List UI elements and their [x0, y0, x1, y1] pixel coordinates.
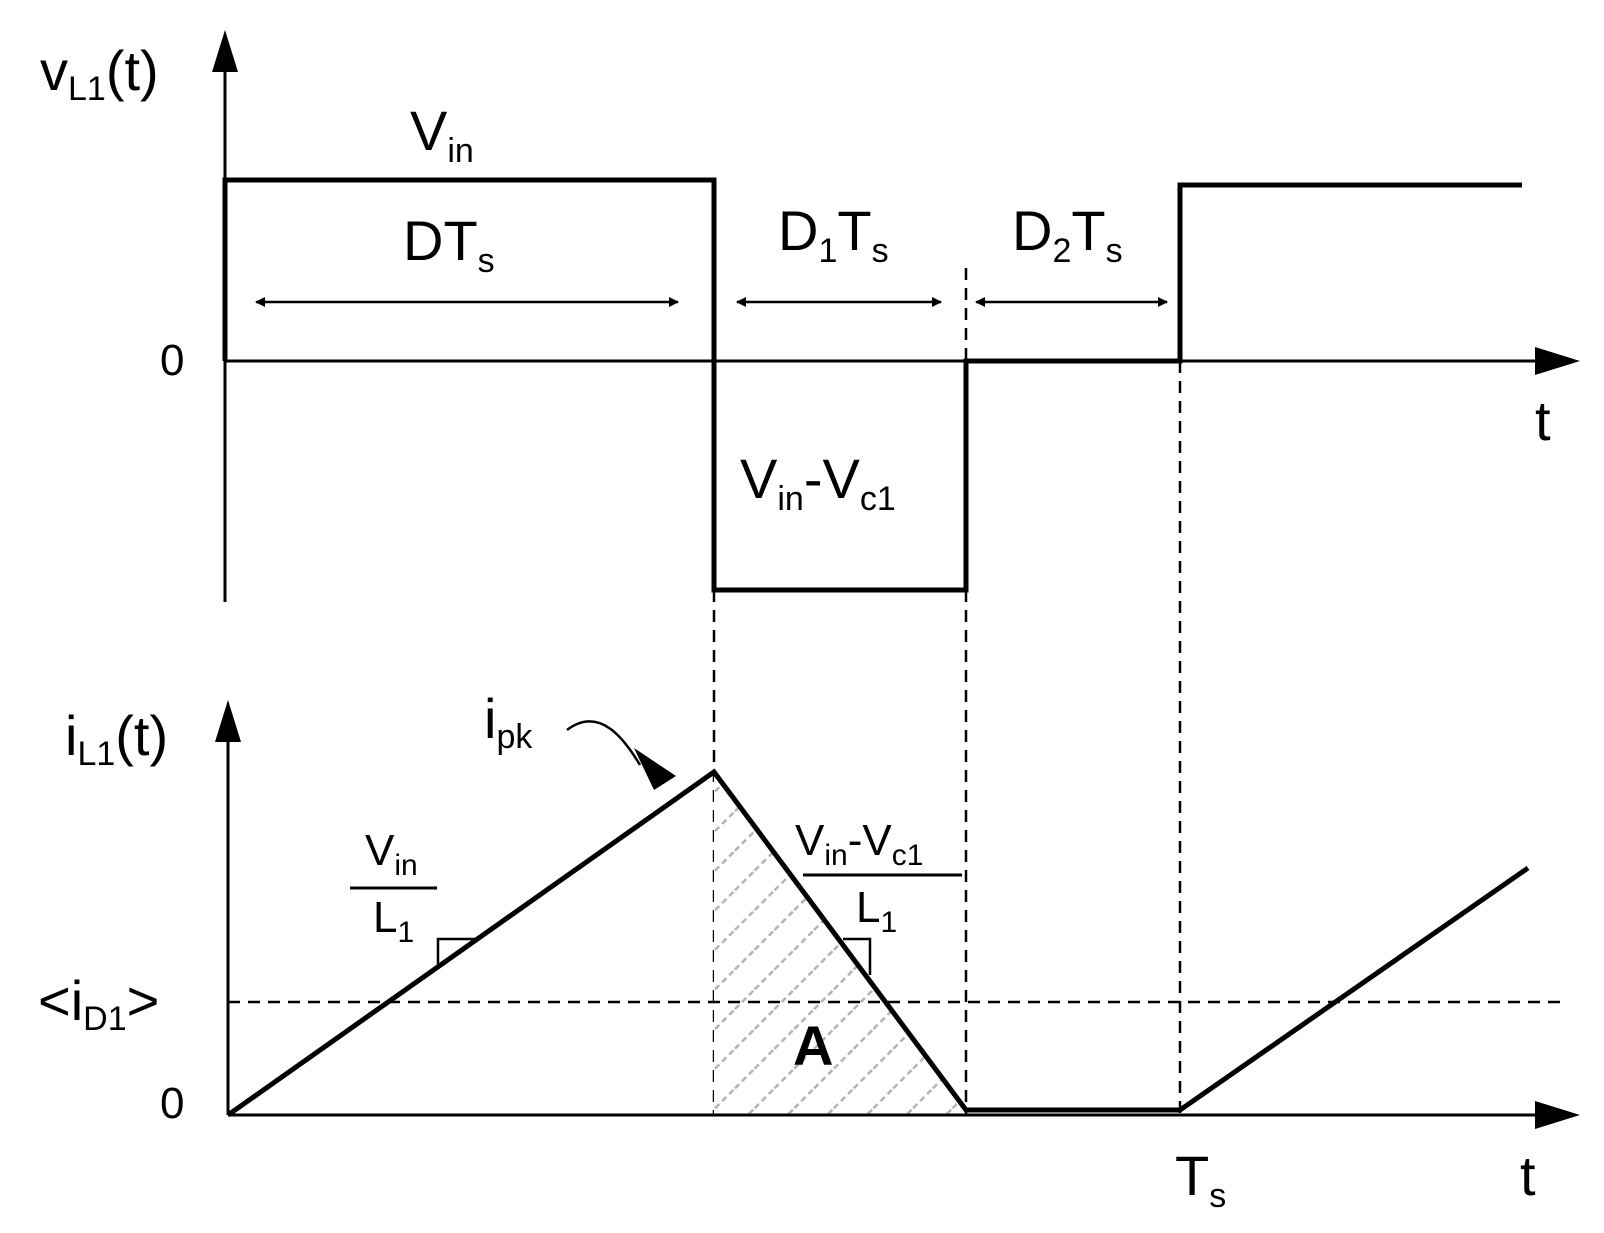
peak-arrowhead — [634, 748, 676, 790]
il1-axis-label: iL1(t) — [65, 704, 168, 773]
fall-slope-numerator: Vin-Vc1 — [795, 816, 923, 872]
rise-slope-marker — [436, 937, 478, 966]
d2ts-label: D2Ts — [1012, 199, 1123, 270]
top-y-arrowhead — [212, 30, 238, 72]
vin-level-label: Vin — [410, 99, 474, 170]
bottom-plot: iL1(t) ipk Vin L1 Vin-Vc1 L1 <iD1> A 0 T… — [38, 687, 1580, 1215]
top-zero-label: 0 — [160, 336, 184, 385]
bottom-zero-label: 0 — [160, 1079, 184, 1128]
d1ts-label: D1Ts — [778, 199, 889, 270]
rise-slope-denominator: L1 — [373, 893, 414, 949]
top-plot: vL1(t) Vin DTs D1Ts D2Ts 0 t Vin-Vc1 — [40, 30, 1580, 602]
dts-label: DTs — [403, 209, 495, 280]
fall-slope-marker — [843, 937, 872, 975]
top-x-arrowhead — [1535, 347, 1580, 375]
bottom-t-axis-label: t — [1520, 1144, 1536, 1207]
top-t-axis-label: t — [1535, 389, 1551, 452]
peak-arrow-curve — [566, 720, 642, 766]
avg-current-label: <iD1> — [38, 969, 159, 1038]
peak-label: ipk — [484, 687, 533, 756]
rise-slope-numerator: Vin — [365, 826, 418, 882]
bottom-y-arrowhead — [215, 700, 241, 742]
neg-level-label: Vin-Vc1 — [740, 447, 896, 518]
bottom-x-arrowhead — [1535, 1101, 1580, 1129]
fall-slope-denominator: L1 — [856, 883, 897, 939]
vl1-axis-label: vL1(t) — [40, 39, 159, 108]
period-label: Ts — [1175, 1144, 1226, 1215]
il1-waveform — [226, 768, 1530, 1118]
area-a-label: A — [793, 1014, 833, 1077]
